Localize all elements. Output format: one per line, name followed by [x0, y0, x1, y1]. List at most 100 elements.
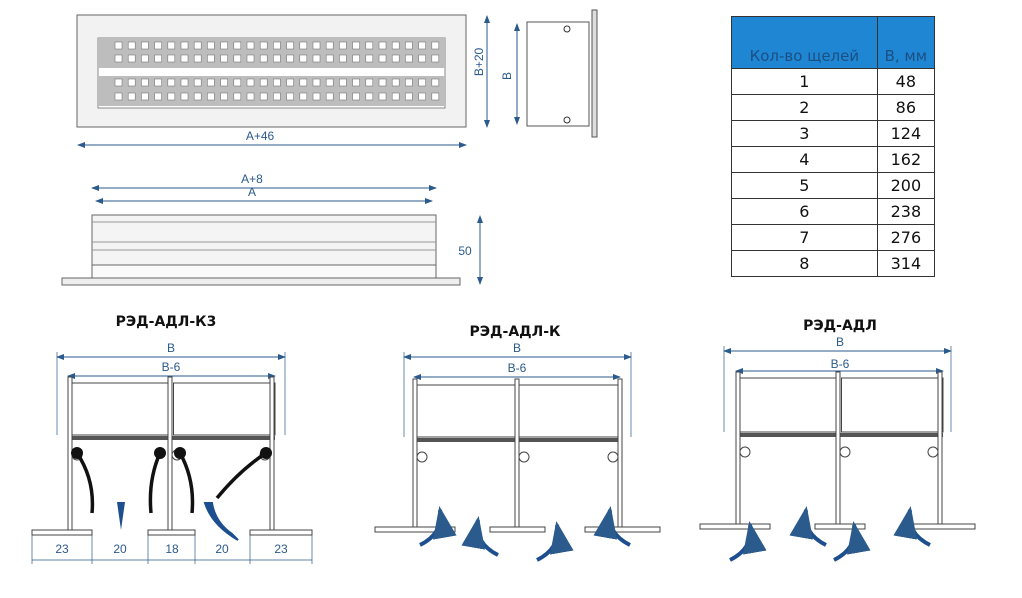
- slot: [352, 92, 360, 101]
- slot: [378, 92, 387, 101]
- profile-flange: [911, 523, 976, 530]
- table-cell: 7: [731, 224, 878, 251]
- slot: [339, 92, 347, 101]
- slot: [193, 54, 202, 63]
- table-header-b: В, мм: [876, 16, 936, 69]
- dim-label: 23: [274, 542, 288, 556]
- dim-label: 18: [165, 542, 179, 556]
- table-cell: 5: [731, 172, 878, 199]
- slot: [286, 54, 294, 63]
- damper-box: [173, 382, 276, 436]
- slot: [312, 54, 321, 63]
- airflow-arrow: [419, 506, 457, 547]
- section-title-k3: РЭД-АДЛ-К3: [116, 314, 217, 330]
- slot: [352, 41, 360, 50]
- slot: [154, 41, 162, 50]
- slot: [220, 78, 228, 87]
- slot: [127, 41, 136, 50]
- damper-box: [67, 382, 170, 436]
- airflow-arrow: [893, 506, 931, 547]
- section-outer-label: B: [513, 341, 521, 355]
- slot: [193, 92, 202, 101]
- slot: [339, 54, 347, 63]
- table-cell: 200: [876, 172, 936, 199]
- slot: [365, 41, 374, 50]
- table-cell: 238: [876, 198, 936, 225]
- section-k3: B B-6 23 20 18 20 23: [31, 341, 313, 564]
- slot: [405, 41, 413, 50]
- slot: [246, 92, 255, 101]
- table-header-count: Кол-во щелей: [731, 16, 878, 69]
- slot: [220, 92, 228, 101]
- section-title-k: РЭД-АДЛ-К: [470, 324, 562, 340]
- slot: [405, 54, 413, 63]
- slot: [114, 92, 123, 101]
- slot: [207, 54, 215, 63]
- clip: [607, 451, 619, 463]
- slot: [378, 54, 387, 63]
- slot: [286, 41, 294, 50]
- slot: [405, 92, 413, 101]
- section-inner-label: B-6: [162, 360, 181, 374]
- top-outer-label: A+8: [241, 172, 263, 186]
- slot: [154, 78, 162, 87]
- clip: [927, 446, 939, 458]
- slot: [365, 78, 374, 87]
- table-cell: 48: [876, 68, 936, 95]
- slot: [325, 54, 334, 63]
- profile-post: [167, 376, 173, 531]
- table-cell: 2: [731, 94, 878, 121]
- front-width-label: A+46: [246, 129, 275, 143]
- section-adl: B B-6: [699, 335, 976, 562]
- slot: [299, 92, 308, 101]
- damper-box: [413, 384, 516, 438]
- slot: [127, 92, 136, 101]
- slot: [259, 54, 268, 63]
- profile-flange: [814, 523, 866, 530]
- slot: [127, 78, 136, 87]
- front-height-label: B+20: [472, 47, 486, 76]
- profile-post: [735, 371, 741, 525]
- slot: [405, 78, 413, 87]
- profile-flange: [249, 529, 313, 536]
- airflow-arrow: [461, 516, 499, 557]
- louver-blade: [215, 451, 267, 500]
- front-view: A+46 B+20: [76, 14, 490, 148]
- slot: [352, 54, 360, 63]
- airflow-arrow: [536, 521, 574, 562]
- slot: [312, 41, 321, 50]
- table-cell: 6: [731, 198, 878, 225]
- slot: [259, 41, 268, 50]
- slot: [365, 54, 374, 63]
- slot: [141, 54, 149, 63]
- table-cell: 3: [731, 120, 878, 147]
- section-k: B B-6: [374, 341, 661, 562]
- airflow-arrow: [203, 502, 239, 541]
- slot: [286, 78, 294, 87]
- slot: [418, 78, 426, 87]
- profile-post: [617, 378, 623, 528]
- profile-flange: [374, 526, 456, 533]
- section-outer-label: B: [836, 335, 844, 349]
- slot: [259, 78, 268, 87]
- profile-flange: [584, 526, 661, 533]
- airflow-arrow: [789, 506, 827, 547]
- clip: [416, 451, 428, 463]
- slot: [167, 78, 176, 87]
- slot: [167, 54, 176, 63]
- slot: [167, 92, 176, 101]
- slot: [246, 41, 255, 50]
- louver-blade: [75, 452, 95, 514]
- airflow-arrow: [117, 502, 125, 530]
- slot: [233, 92, 242, 101]
- slot: [273, 78, 281, 87]
- slot: [431, 92, 440, 101]
